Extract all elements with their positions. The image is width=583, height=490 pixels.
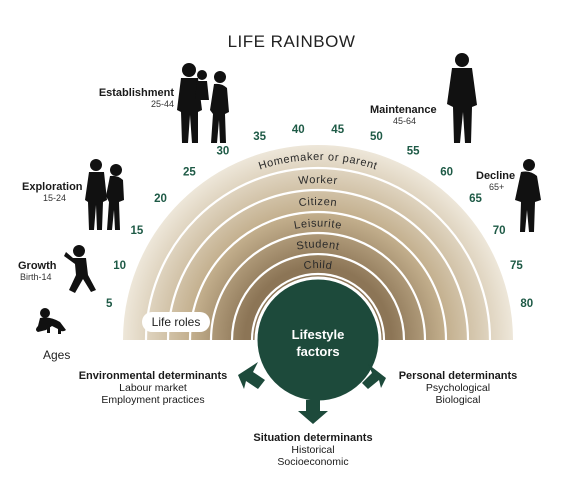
situation-determinants: Situation determinants Historical Socioe… bbox=[228, 432, 398, 468]
stage-growth: Growth Birth-14 bbox=[18, 260, 78, 282]
age-tick-label: 65 bbox=[469, 193, 482, 205]
arrow-down-icon bbox=[298, 400, 328, 424]
ring-line bbox=[166, 188, 470, 341]
stage-maintenance: Maintenance 45-64 bbox=[370, 104, 450, 126]
stage-label: Maintenance bbox=[370, 104, 437, 116]
arrow-right-icon bbox=[362, 364, 386, 389]
determinant-item: Historical bbox=[291, 444, 335, 456]
center-line-2: factors bbox=[296, 344, 340, 359]
determinant-item: Psychological bbox=[425, 382, 491, 394]
lifestyle-factors-label: Lifestyle factors bbox=[262, 326, 374, 360]
age-tick-label: 70 bbox=[493, 225, 506, 237]
role-label: Leisurite bbox=[293, 217, 343, 231]
rainbow-ring-lines bbox=[121, 143, 515, 341]
age-tick-label: 30 bbox=[217, 146, 230, 158]
age-tick-label: 75 bbox=[510, 260, 523, 272]
age-tick-label: 15 bbox=[131, 225, 144, 237]
determinant-item: Biological bbox=[435, 394, 481, 406]
determinant-title: Situation determinants bbox=[253, 432, 373, 444]
stage-label: Establishment bbox=[98, 87, 174, 99]
ring-line bbox=[121, 143, 515, 341]
life-roles-label: Life roles bbox=[142, 312, 210, 332]
stage-range: Birth-14 bbox=[20, 272, 52, 282]
baby-silhouette-icon bbox=[36, 308, 66, 334]
ages-label: Ages bbox=[43, 348, 71, 362]
determinant-title: Environmental determinants bbox=[78, 370, 228, 382]
ring-line bbox=[209, 231, 427, 341]
child-silhouette-icon bbox=[64, 245, 96, 293]
stage-decline: Decline 65+ bbox=[476, 170, 536, 192]
ring-line bbox=[250, 272, 386, 341]
stage-label: Decline bbox=[476, 170, 516, 182]
age-tick-label: 60 bbox=[440, 166, 453, 178]
age-tick-label: 55 bbox=[407, 146, 420, 158]
ring-line bbox=[188, 210, 448, 341]
stage-establishment: Establishment 25-44 bbox=[70, 87, 174, 109]
determinant-item: Labour market bbox=[119, 382, 187, 394]
man-in-suit-silhouette-icon bbox=[447, 53, 477, 143]
arrow-left-icon bbox=[238, 362, 265, 389]
role-label: Citizen bbox=[298, 196, 338, 209]
role-label: Worker bbox=[298, 174, 339, 187]
center-line-1: Lifestyle bbox=[291, 327, 345, 342]
stage-range: 25-44 bbox=[150, 99, 174, 109]
age-tick-label: 35 bbox=[253, 131, 266, 143]
age-tick-label: 50 bbox=[370, 131, 383, 143]
stage-label: Growth bbox=[18, 260, 57, 272]
age-tick-label: 40 bbox=[292, 124, 305, 136]
ring-line bbox=[144, 166, 492, 341]
age-tick-label: 20 bbox=[154, 193, 167, 205]
age-tick-label: 25 bbox=[183, 166, 196, 178]
age-ticks: 5 10 15 20 25 30 35 40 45 50 55 60 65 70 75 80 bbox=[106, 124, 533, 310]
determinant-item: Socioeconomic bbox=[277, 456, 349, 468]
stage-range: 15-24 bbox=[43, 193, 67, 203]
stage-label: Exploration bbox=[22, 181, 83, 193]
stage-range: 45-64 bbox=[393, 116, 417, 126]
age-tick-label: 80 bbox=[520, 298, 533, 310]
elderly-woman-silhouette-icon bbox=[515, 159, 541, 232]
determinant-item: Employment practices bbox=[101, 394, 205, 406]
environmental-determinants: Environmental determinants Labour market… bbox=[58, 370, 248, 406]
family-silhouette-icon bbox=[177, 63, 229, 143]
page-title: LIFE RAINBOW bbox=[227, 32, 356, 51]
role-label: Student bbox=[295, 238, 340, 252]
role-label: Child bbox=[303, 259, 333, 272]
ring-line bbox=[230, 252, 406, 341]
determinant-title: Personal determinants bbox=[398, 370, 518, 382]
age-tick-label: 45 bbox=[331, 124, 344, 136]
stage-range: 65+ bbox=[489, 182, 505, 192]
age-tick-label: 10 bbox=[113, 260, 126, 272]
age-tick-label: 5 bbox=[106, 298, 113, 310]
rainbow-background bbox=[122, 144, 514, 340]
young-couple-silhouette-icon bbox=[85, 159, 124, 230]
stage-exploration: Exploration 15-24 bbox=[22, 181, 102, 203]
personal-determinants: Personal determinants Psychological Biol… bbox=[388, 370, 528, 406]
